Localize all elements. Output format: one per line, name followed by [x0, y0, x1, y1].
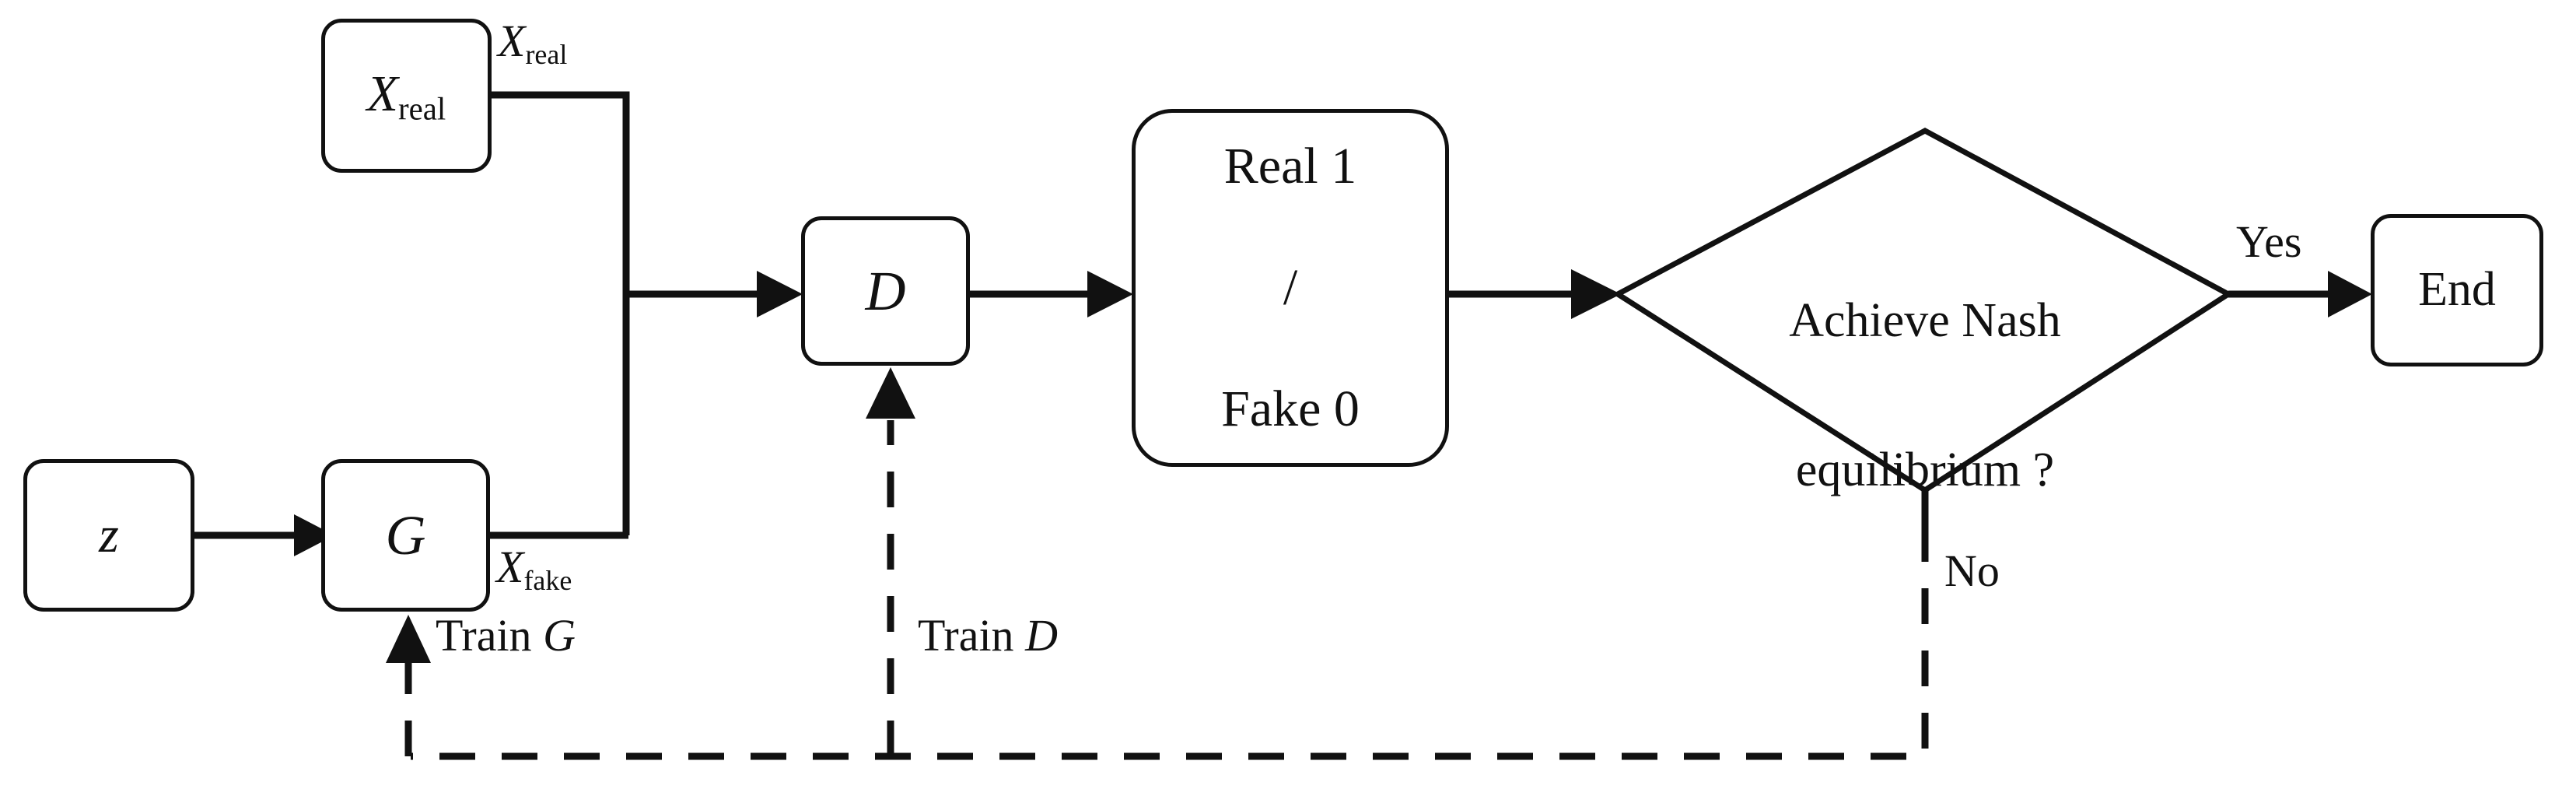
edge-x-real-to-merge: [492, 91, 630, 535]
end-box[interactable]: End: [2371, 214, 2543, 366]
x-real-box-label: Xreal: [366, 65, 446, 127]
generator-box-label: G: [385, 503, 426, 566]
edge-feedback-to-g: [386, 615, 431, 756]
discriminator-box-label: D: [865, 259, 906, 322]
edge-z-to-g: [194, 514, 334, 556]
x-fake-edge-label: Xfake: [496, 542, 572, 597]
z-box[interactable]: z: [23, 459, 194, 612]
edge-feedback-to-d: [866, 367, 915, 756]
discriminator-box[interactable]: D: [801, 216, 970, 366]
output-line-slash: /: [1283, 259, 1298, 317]
edge-decision-yes-to-end: [2228, 271, 2372, 317]
output-line-fake: Fake 0: [1221, 380, 1360, 437]
output-box[interactable]: Real 1 / Fake 0: [1132, 109, 1449, 467]
output-box-label: Real 1 / Fake 0: [1221, 75, 1360, 500]
edge-d-to-output: [970, 271, 1133, 317]
edge-output-to-decision: [1449, 269, 1621, 319]
decision-line-2: equilibrium ?: [1795, 444, 2055, 497]
z-box-label: z: [99, 507, 119, 564]
decision-diamond-label: Achieve Nash equilibrium ?: [1672, 209, 2178, 582]
yes-edge-label: Yes: [2236, 216, 2302, 267]
train-g-edge-label: Train G: [436, 610, 576, 661]
decision-line-1: Achieve Nash: [1789, 294, 2061, 348]
no-edge-label: No: [1944, 545, 2000, 596]
output-line-real: Real 1: [1223, 138, 1357, 195]
train-d-edge-label: Train D: [918, 610, 1058, 661]
x-real-edge-label: Xreal: [498, 16, 568, 71]
generator-box[interactable]: G: [321, 459, 490, 612]
end-box-label: End: [2418, 263, 2496, 317]
x-real-box[interactable]: Xreal: [321, 19, 492, 173]
edge-merge-to-d: [626, 271, 803, 317]
